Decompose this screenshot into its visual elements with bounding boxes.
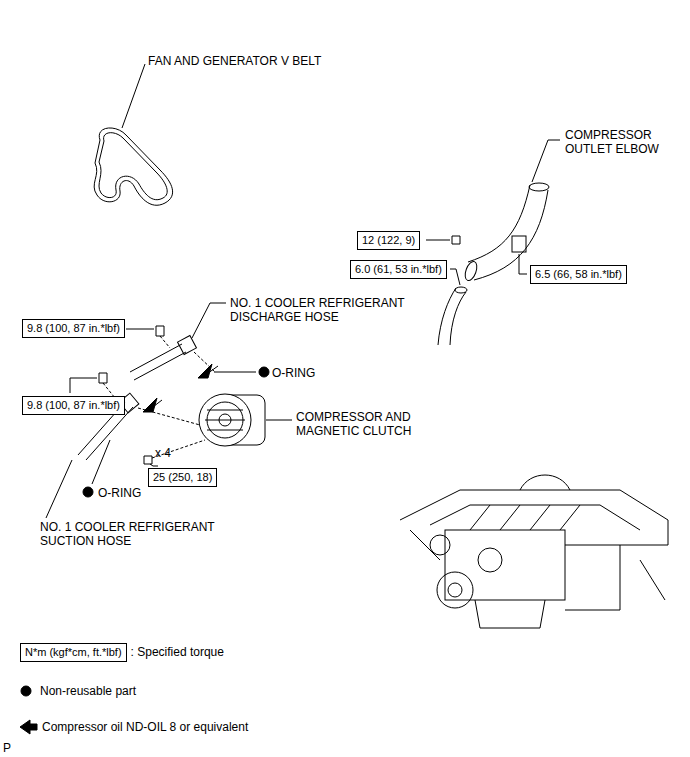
- elbow-pipe: [468, 185, 530, 262]
- compressor-clutch: [199, 394, 251, 446]
- hose: [438, 288, 456, 345]
- bolt: [144, 456, 152, 464]
- legend-text: : Specified torque: [131, 645, 224, 659]
- torque-value: 9.8 (100, 87 in.*lbf): [27, 321, 120, 336]
- bolt: [99, 373, 107, 383]
- torque-box: 9.8 (100, 87 in.*lbf): [22, 319, 125, 338]
- part-name: FAN AND GENERATOR V BELT: [148, 54, 321, 68]
- fitting: [178, 336, 197, 355]
- v-belt-inner: [99, 133, 167, 200]
- bolt-path: [160, 336, 170, 348]
- legend-torque-box: N*m (kgf*cm, ft.*lbf): [20, 643, 127, 662]
- elbow-end: [463, 260, 479, 282]
- part-name: NO. 1 COOLER REFRIGERANT SUCTION HOSE: [40, 520, 230, 548]
- torque-box: 25 (250, 18): [148, 468, 217, 487]
- hose-end: [455, 287, 467, 293]
- torque-value: 25 (250, 18): [153, 470, 212, 485]
- legend-arrow: [20, 720, 37, 734]
- bolt: [156, 326, 164, 336]
- torque-box: 12 (122, 9): [357, 231, 420, 250]
- non-reusable-dot: [83, 487, 93, 497]
- v-belt: [94, 128, 172, 205]
- part-name: NO. 1 COOLER REFRIGERANT DISCHARGE HOSE: [230, 296, 420, 324]
- part-name: O-RING: [98, 486, 141, 500]
- legend-text: Compressor oil ND-OIL 8 or equivalent: [42, 720, 248, 734]
- non-reusable-dot: [259, 367, 269, 377]
- page-mark: P: [3, 741, 11, 755]
- quantity-label: x 4: [155, 446, 171, 460]
- torque-value: N*m (kgf*cm, ft.*lbf): [25, 645, 122, 660]
- bolt: [452, 236, 460, 244]
- assembly-line: [194, 352, 215, 372]
- leader-lines: [46, 64, 560, 518]
- part-name: COMPRESSOR OUTLET ELBOW: [565, 128, 665, 156]
- part-name: COMPRESSOR AND MAGNETIC CLUTCH: [296, 410, 436, 438]
- hose: [450, 292, 466, 345]
- torque-value: 12 (122, 9): [362, 233, 415, 248]
- torque-value: 6.0 (61, 53 in.*lbf): [355, 262, 442, 277]
- part-name: O-RING: [272, 366, 315, 380]
- legend-dot: [21, 686, 31, 696]
- elbow-end: [529, 183, 549, 191]
- torque-value: 9.8 (100, 87 in.*lbf): [27, 398, 120, 413]
- legend-text: Non-reusable part: [40, 684, 136, 698]
- compressor-ribs: [205, 410, 245, 430]
- oil-arrow: [198, 364, 218, 378]
- elbow-flange: [512, 236, 526, 252]
- torque-value: 6.5 (66, 58 in.*lbf): [535, 267, 622, 282]
- hose: [134, 352, 186, 380]
- torque-box: 6.0 (61, 53 in.*lbf): [350, 260, 447, 279]
- engine-sketch: [400, 475, 668, 628]
- oil-arrow: [143, 398, 162, 412]
- torque-box: 9.8 (100, 87 in.*lbf): [22, 396, 125, 415]
- torque-box: 6.5 (66, 58 in.*lbf): [530, 265, 627, 284]
